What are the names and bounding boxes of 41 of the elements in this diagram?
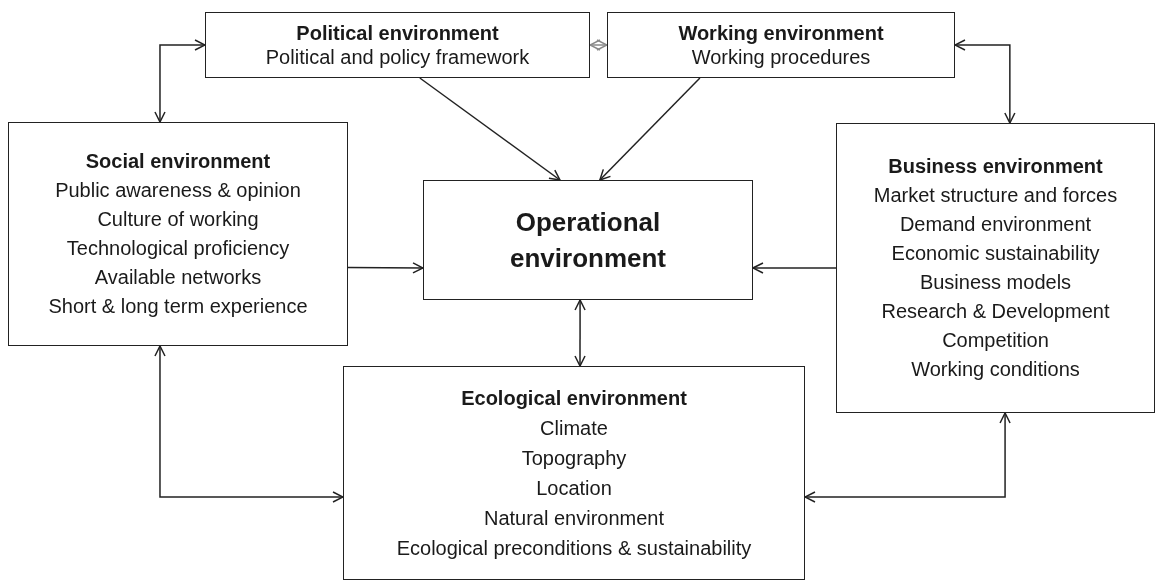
box-heading: Business environment — [888, 154, 1103, 179]
box-heading: Operational environment — [509, 206, 667, 275]
box-item: Technological proficiency — [66, 236, 290, 261]
box-heading: Ecological environment — [461, 386, 687, 411]
box-heading: Social environment — [85, 149, 271, 174]
arrow — [599, 77, 701, 181]
box-item: Political and policy framework — [265, 45, 530, 69]
environment-box — [836, 123, 1155, 413]
arrow — [347, 262, 424, 274]
box-item: Competition — [942, 328, 1049, 353]
environment-box — [607, 12, 955, 78]
arrow — [154, 39, 206, 123]
box-item: Working conditions — [911, 357, 1080, 382]
environment-box — [205, 12, 590, 78]
box-item: Market structure and forces — [873, 183, 1118, 208]
box-item: Location — [536, 476, 612, 501]
arrow — [804, 412, 1011, 503]
arrow — [154, 345, 344, 503]
box-item: Natural environment — [483, 506, 665, 531]
box-item: Available networks — [94, 265, 262, 290]
box-item: Public awareness & opinion — [55, 178, 301, 203]
box-item: Demand environment — [899, 212, 1092, 237]
arrow — [419, 77, 561, 181]
environment-box — [8, 122, 348, 346]
box-item: Culture of working — [97, 207, 259, 232]
arrow — [574, 299, 586, 367]
environment-box — [343, 366, 805, 580]
box-item: Short & long term experience — [48, 294, 308, 319]
box-item: Research & Development — [881, 299, 1110, 324]
box-heading: Political environment — [296, 21, 499, 45]
box-heading: Working environment — [678, 21, 884, 45]
arrow — [589, 39, 608, 51]
arrow — [954, 39, 1016, 124]
box-item: Business models — [919, 270, 1072, 295]
box-item: Working procedures — [691, 45, 871, 69]
box-item: Topography — [521, 446, 627, 471]
environment-box — [423, 180, 753, 300]
box-item: Climate — [540, 416, 608, 441]
box-item: Economic sustainability — [891, 241, 1100, 266]
arrow — [752, 262, 837, 274]
box-item: Ecological preconditions & sustainability — [396, 536, 752, 561]
